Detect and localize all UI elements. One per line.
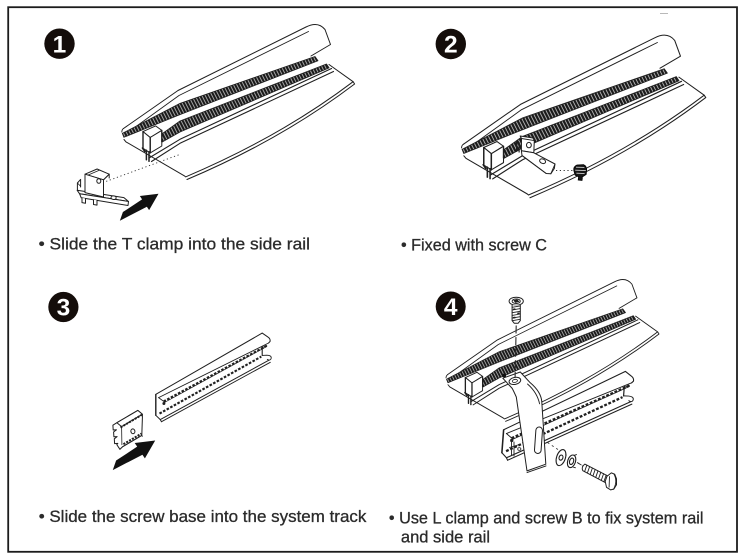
svg-text:4: 4 <box>444 294 458 321</box>
svg-text:1: 1 <box>53 31 67 58</box>
svg-text:• Use L clamp and screw B to f: • Use L clamp and screw B to fix system … <box>389 509 704 528</box>
svg-text:3: 3 <box>57 295 71 322</box>
svg-text:• Slide the T clamp into the s: • Slide the T clamp into the side rail <box>39 235 310 254</box>
svg-text:2: 2 <box>444 32 458 59</box>
svg-text:• Fixed with screw C: • Fixed with screw C <box>401 235 547 254</box>
svg-text:• Slide the screw base into th: • Slide the screw base into the system t… <box>39 507 367 526</box>
svg-text:and side rail: and side rail <box>401 528 490 547</box>
